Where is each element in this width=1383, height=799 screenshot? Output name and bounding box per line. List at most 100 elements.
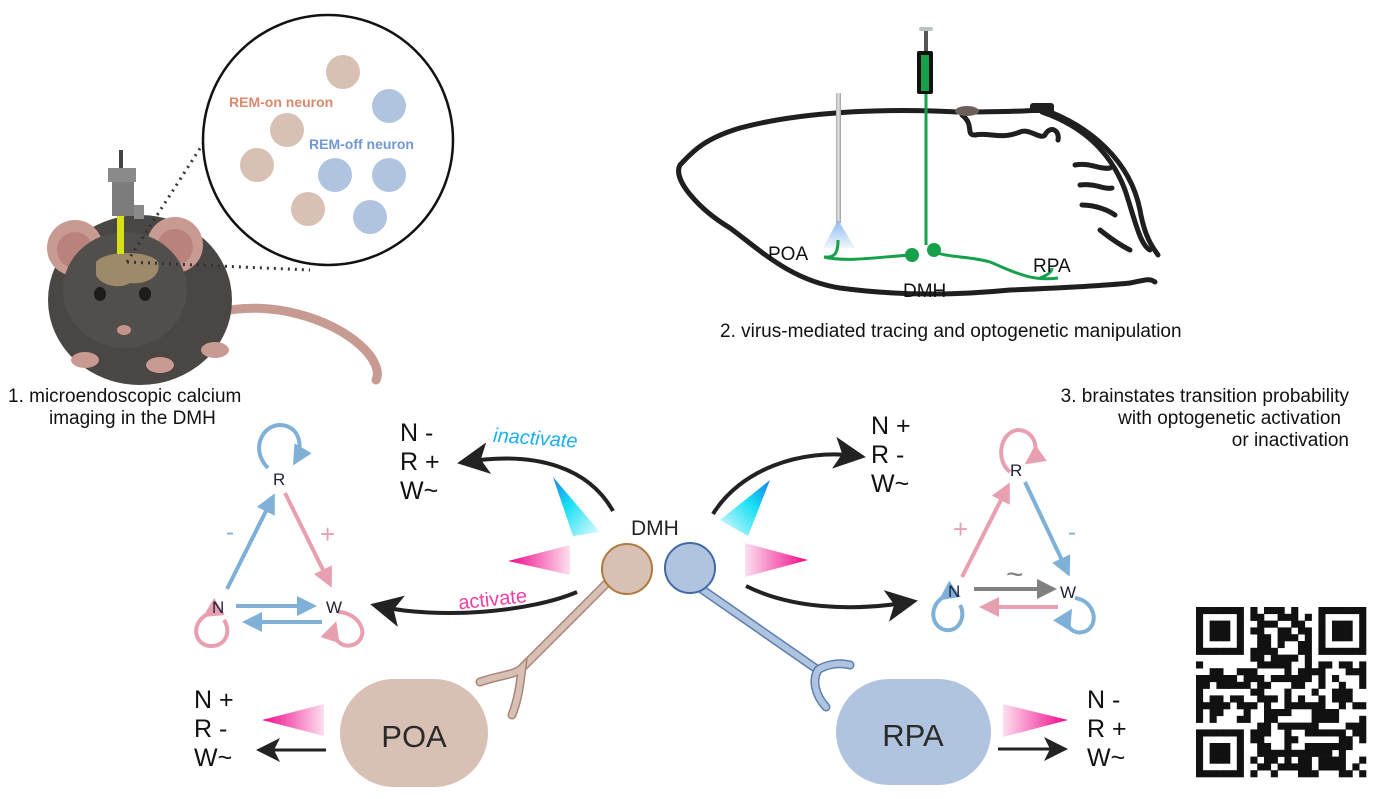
qr-module bbox=[1359, 702, 1367, 710]
qr-module bbox=[1318, 620, 1326, 628]
qr-module bbox=[1264, 620, 1272, 628]
activate-arrow-right bbox=[745, 584, 918, 622]
qr-module bbox=[1304, 661, 1312, 669]
qr-module bbox=[1223, 634, 1231, 642]
qr-module bbox=[1318, 668, 1326, 676]
qr-module bbox=[1257, 641, 1265, 649]
qr-module bbox=[1277, 763, 1285, 771]
qr-module bbox=[1236, 607, 1244, 615]
left-node-n: N bbox=[212, 598, 224, 617]
qr-module bbox=[1223, 647, 1231, 655]
qr-module bbox=[1338, 729, 1346, 737]
qr-module bbox=[1352, 607, 1360, 615]
qr-module bbox=[1359, 681, 1367, 689]
rpa-region bbox=[836, 679, 991, 785]
qr-module bbox=[1332, 620, 1340, 628]
qr-module bbox=[1196, 729, 1204, 737]
qr-module bbox=[1202, 607, 1210, 615]
zoom-lines bbox=[125, 124, 311, 272]
qr-module bbox=[1236, 627, 1244, 635]
qr-module bbox=[1257, 763, 1265, 771]
rem-off-neuron bbox=[353, 200, 387, 234]
qr-module bbox=[1338, 627, 1346, 635]
qr-module bbox=[1196, 681, 1204, 689]
qr-module bbox=[1291, 613, 1299, 621]
qr-module bbox=[1291, 620, 1299, 628]
qr-module bbox=[1291, 634, 1299, 642]
qr-module bbox=[1216, 627, 1224, 635]
rpa-label: RPA bbox=[882, 718, 944, 753]
right-sign-r-w: - bbox=[1068, 519, 1076, 546]
left-node-r: R bbox=[273, 470, 285, 489]
qr-module bbox=[1338, 661, 1346, 669]
qr-module bbox=[1298, 763, 1306, 771]
qr-module bbox=[1311, 688, 1319, 696]
effect-line: W~ bbox=[1087, 744, 1126, 772]
qr-module bbox=[1223, 756, 1231, 764]
qr-module bbox=[1196, 627, 1204, 635]
qr-module bbox=[1298, 756, 1306, 764]
qr-module bbox=[1284, 661, 1292, 669]
qr-module bbox=[1257, 743, 1265, 751]
qr-module bbox=[1291, 749, 1299, 757]
rpa-projection bbox=[695, 583, 855, 712]
qr-module bbox=[1359, 729, 1367, 737]
qr-module bbox=[1304, 770, 1312, 778]
qr-module bbox=[1270, 770, 1278, 778]
rpa-activation-light bbox=[1003, 704, 1068, 737]
qr-module bbox=[1345, 770, 1353, 778]
rem-on-neuron bbox=[326, 55, 360, 89]
qr-module bbox=[1223, 607, 1231, 615]
inactivate-arrow-right bbox=[711, 436, 866, 516]
rem-off-neuron bbox=[318, 158, 352, 192]
qr-module bbox=[1277, 641, 1285, 649]
qr-module bbox=[1284, 702, 1292, 710]
qr-module bbox=[1332, 763, 1340, 771]
qr-module bbox=[1345, 668, 1353, 676]
qr-module bbox=[1338, 634, 1346, 642]
qr-module bbox=[1243, 715, 1251, 723]
panel3-caption: 3. brainstates transition probability wi… bbox=[1061, 386, 1349, 452]
qr-module bbox=[1250, 756, 1258, 764]
qr-module bbox=[1270, 654, 1278, 662]
skull-marker bbox=[1030, 103, 1054, 113]
activation-light-right bbox=[745, 543, 808, 577]
activate-arrow-left bbox=[370, 590, 578, 627]
qr-module bbox=[1216, 634, 1224, 642]
inactivation-light-left bbox=[553, 477, 600, 536]
qr-module bbox=[1250, 613, 1258, 621]
qr-module bbox=[1250, 647, 1258, 655]
effect-line: W~ bbox=[871, 470, 910, 498]
qr-module bbox=[1298, 627, 1306, 635]
qr-module bbox=[1359, 756, 1367, 764]
qr-module bbox=[1257, 613, 1265, 621]
qr-module bbox=[1209, 702, 1217, 710]
zoom-circle bbox=[201, 13, 455, 267]
effect-line: W~ bbox=[194, 744, 233, 772]
qr-module bbox=[1345, 627, 1353, 635]
qr-module bbox=[1196, 770, 1204, 778]
qr-module bbox=[1216, 743, 1224, 751]
qr-module bbox=[1196, 749, 1204, 757]
qr-module bbox=[1318, 613, 1326, 621]
qr-module bbox=[1284, 756, 1292, 764]
qr-module bbox=[1216, 756, 1224, 764]
qr-module bbox=[1257, 627, 1265, 635]
brain-rpa-label: RPA bbox=[1033, 256, 1071, 277]
qr-module bbox=[1230, 695, 1238, 703]
qr-module bbox=[1270, 675, 1278, 683]
qr-module bbox=[1325, 756, 1333, 764]
qr-module bbox=[1257, 681, 1265, 689]
qr-module bbox=[1318, 675, 1326, 683]
qr-module bbox=[1277, 613, 1285, 621]
qr-module bbox=[1304, 647, 1312, 655]
qr-module bbox=[1223, 729, 1231, 737]
qr-module bbox=[1257, 722, 1265, 730]
qr-module bbox=[1359, 613, 1367, 621]
qr-module bbox=[1338, 688, 1346, 696]
qr-module bbox=[1196, 715, 1204, 723]
qr-module bbox=[1284, 675, 1292, 683]
qr-module bbox=[1236, 770, 1244, 778]
qr-module bbox=[1338, 763, 1346, 771]
qr-module bbox=[1298, 770, 1306, 778]
